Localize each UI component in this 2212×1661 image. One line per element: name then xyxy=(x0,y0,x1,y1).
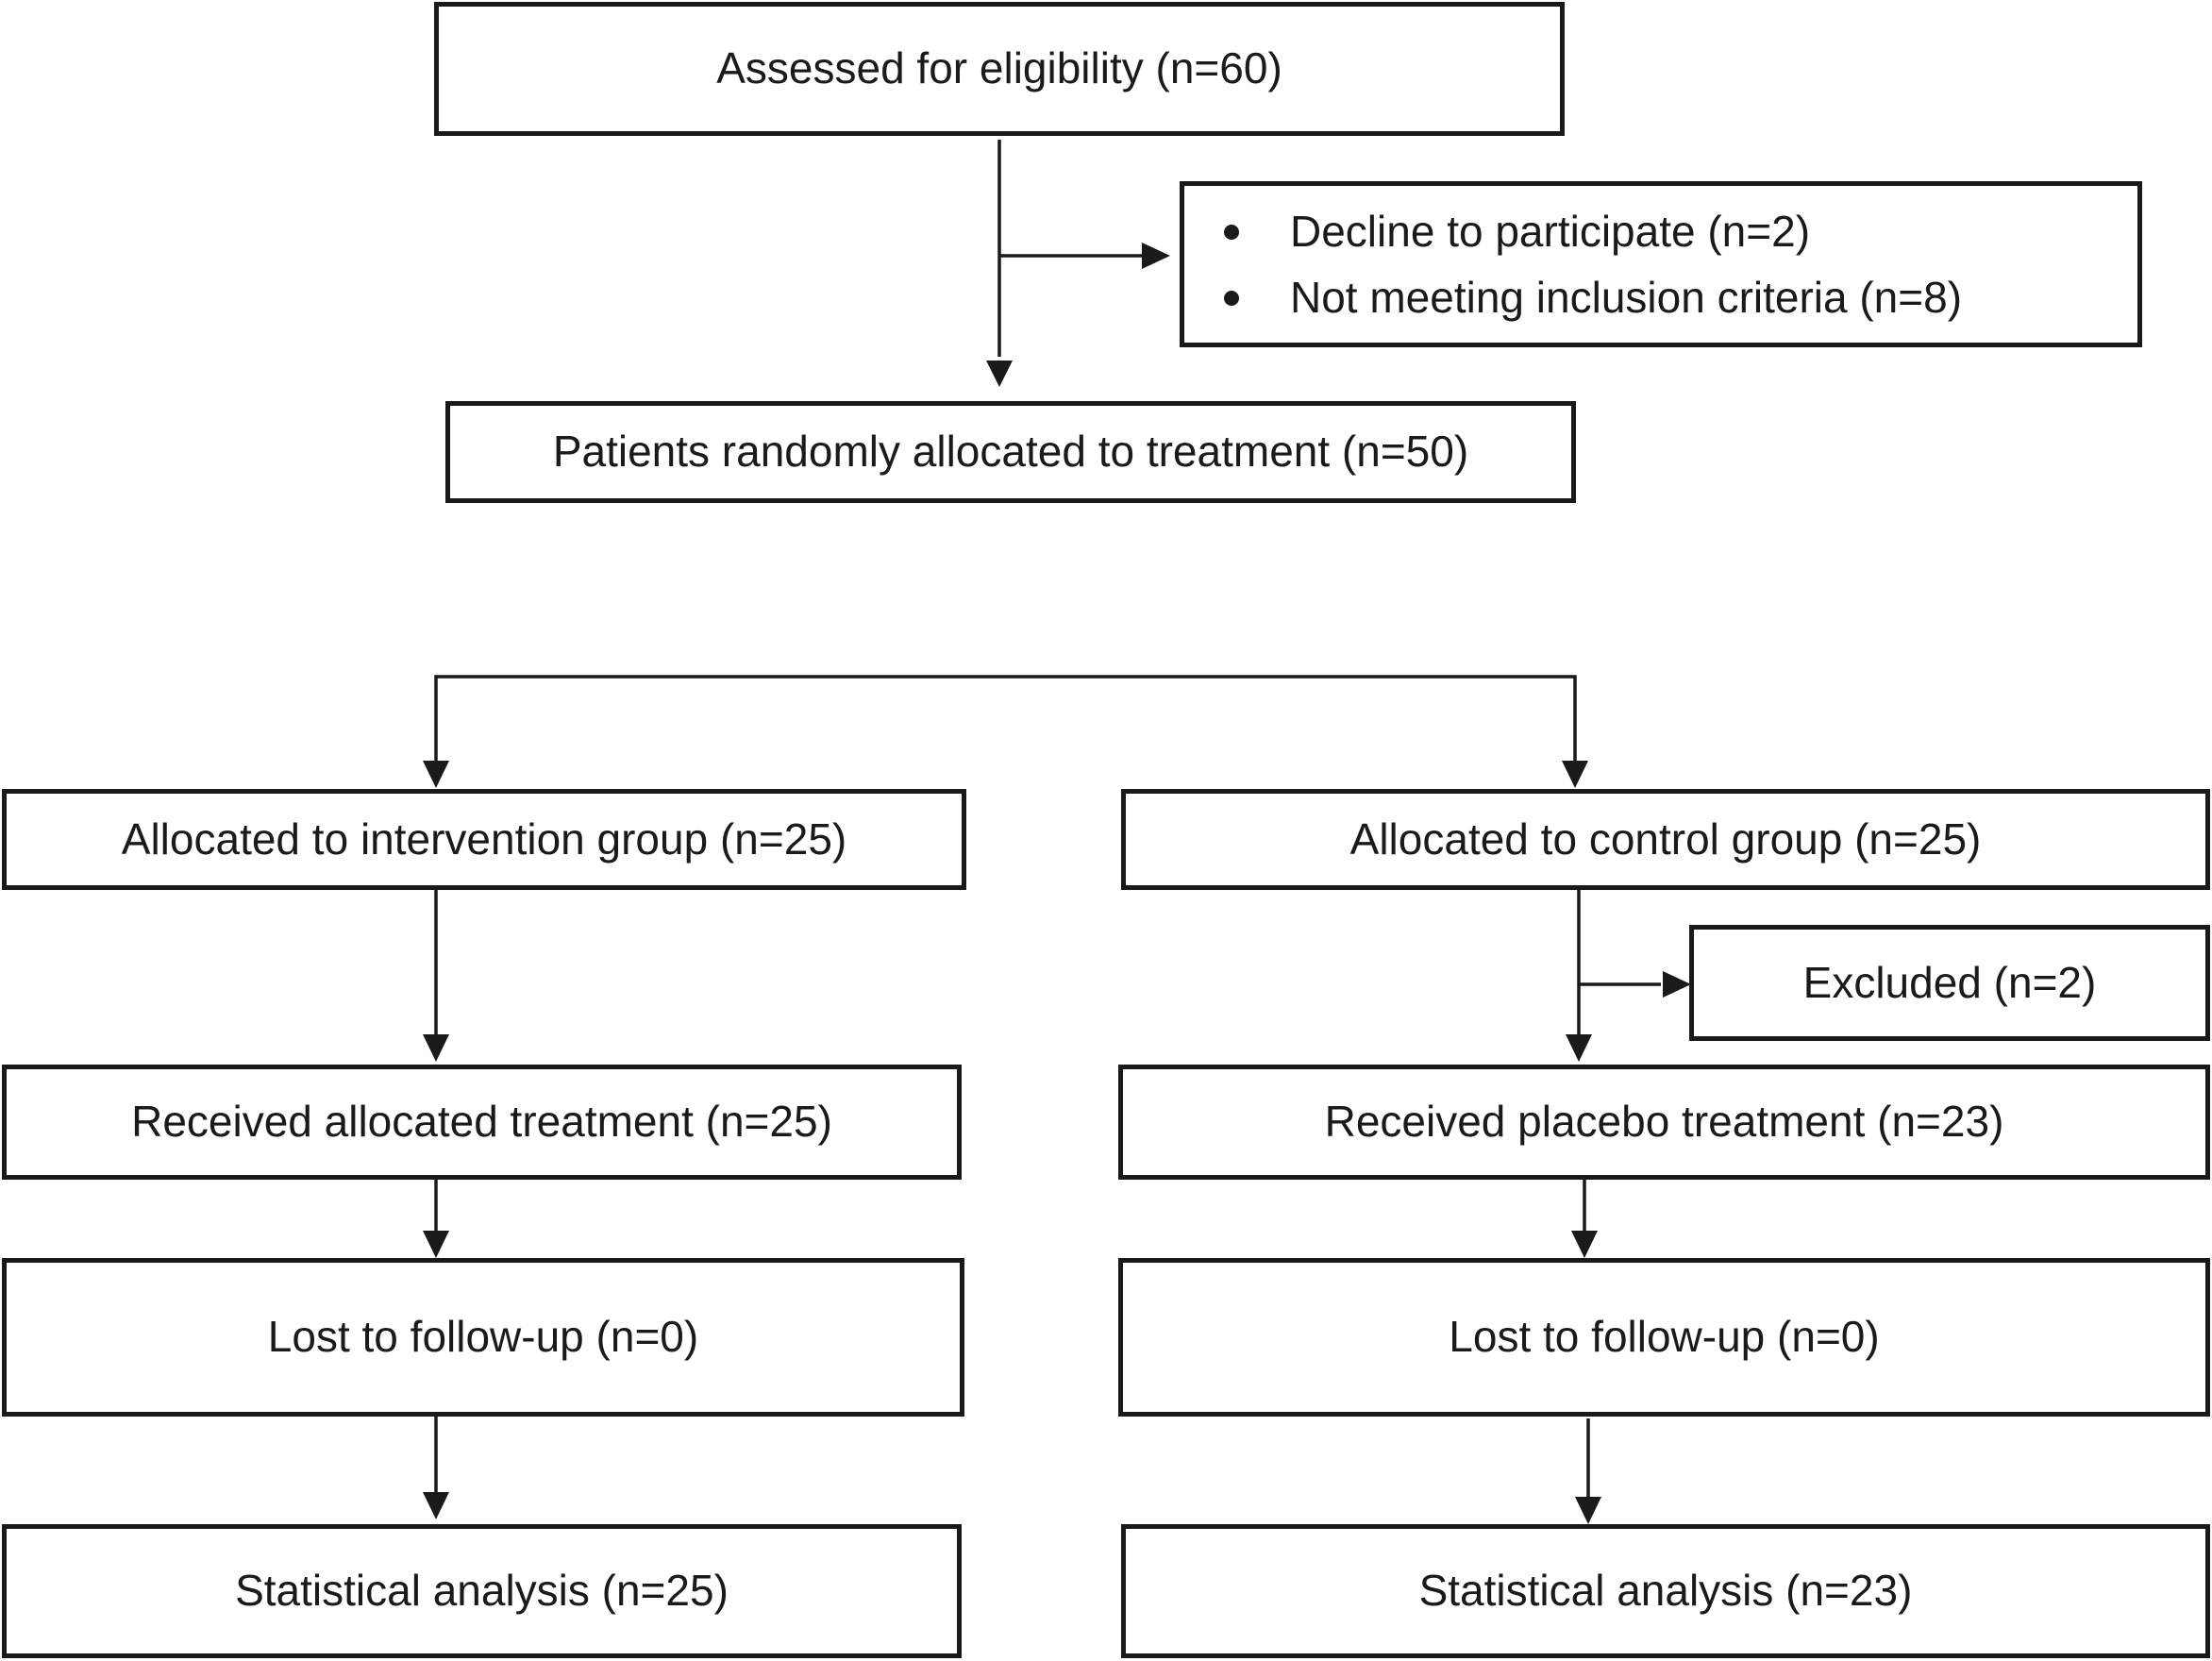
assessed-label: Assessed for eligibility (n=60) xyxy=(716,43,1282,93)
arrowhead-intervention-allocated xyxy=(423,761,449,788)
split-line xyxy=(434,675,1577,764)
control-excluded-label: Excluded (n=2) xyxy=(1802,957,2097,1007)
arrowhead-control-lost xyxy=(1571,1231,1598,1258)
arrowhead-control-excluded xyxy=(1663,971,1691,998)
intervention-lost-box: Lost to follow-up (n=0) xyxy=(2,1258,964,1417)
arrowhead-control-allocated xyxy=(1562,761,1588,788)
control-allocated-label: Allocated to control group (n=25) xyxy=(1349,814,1982,864)
arrowhead-intervention-received xyxy=(423,1034,449,1062)
arrowhead-control-analysis xyxy=(1575,1497,1601,1524)
intervention-analysis-box: Statistical analysis (n=25) xyxy=(2,1524,962,1658)
control-received-box: Received placebo treatment (n=23) xyxy=(1118,1065,2210,1180)
arrowhead-exclusion-box xyxy=(1142,243,1170,269)
assessed-box: Assessed for eligibility (n=60) xyxy=(434,2,1565,136)
control-excluded-box: Excluded (n=2) xyxy=(1689,925,2210,1041)
exclusion-reason-item: Not meeting inclusion criteria (n=8) xyxy=(1184,264,1962,330)
arrowhead-intervention-analysis xyxy=(423,1492,449,1519)
intervention-lost-label: Lost to follow-up (n=0) xyxy=(267,1312,699,1362)
exclusion-reasons-list: Decline to participate (n=2) Not meeting… xyxy=(1184,198,1962,330)
control-lost-label: Lost to follow-up (n=0) xyxy=(1449,1312,1880,1362)
intervention-allocated-box: Allocated to intervention group (n=25) xyxy=(2,789,966,890)
control-received-label: Received placebo treatment (n=23) xyxy=(1324,1097,2004,1147)
control-analysis-label: Statistical analysis (n=23) xyxy=(1418,1566,1913,1616)
control-allocated-box: Allocated to control group (n=25) xyxy=(1121,789,2210,890)
exclusion-reason-item: Decline to participate (n=2) xyxy=(1184,198,1962,264)
intervention-received-label: Received allocated treatment (n=25) xyxy=(131,1097,832,1147)
control-lost-box: Lost to follow-up (n=0) xyxy=(1118,1258,2210,1417)
intervention-allocated-label: Allocated to intervention group (n=25) xyxy=(121,814,847,864)
arrowhead-intervention-lost xyxy=(423,1231,449,1258)
control-analysis-box: Statistical analysis (n=23) xyxy=(1121,1524,2210,1658)
intervention-received-box: Received allocated treatment (n=25) xyxy=(2,1065,962,1180)
arrowhead-randomized xyxy=(986,361,1013,387)
randomized-box: Patients randomly allocated to treatment… xyxy=(445,401,1576,503)
intervention-analysis-label: Statistical analysis (n=25) xyxy=(235,1566,729,1616)
randomized-label: Patients randomly allocated to treatment… xyxy=(552,427,1469,477)
arrowhead-control-received xyxy=(1566,1034,1592,1062)
exclusion-box: Decline to participate (n=2) Not meeting… xyxy=(1180,181,2142,347)
